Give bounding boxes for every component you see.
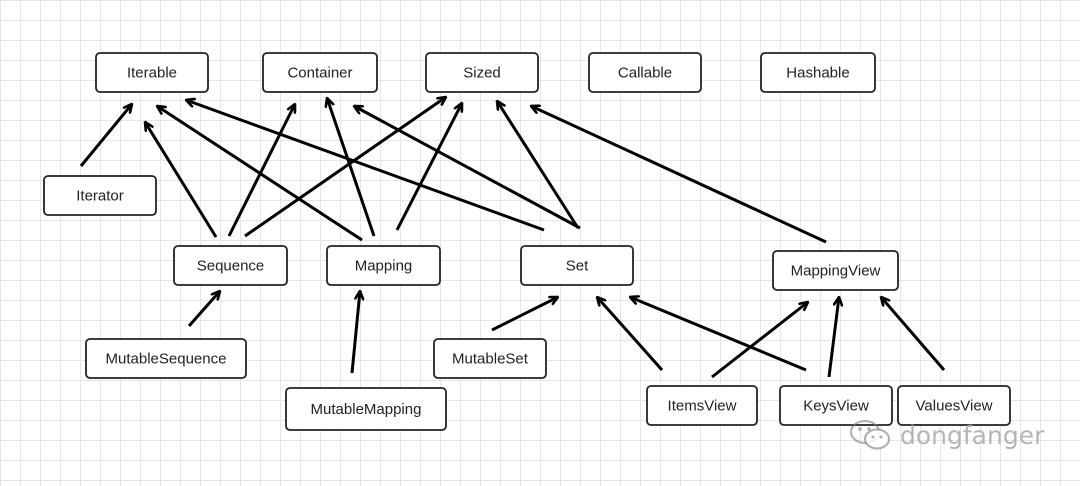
arrow-mutablemapping-to-mapping [350, 291, 360, 374]
node-box [520, 245, 634, 286]
node-label: Container [287, 64, 352, 81]
arrow-keysview-to-set [630, 297, 807, 372]
node-box [425, 52, 539, 93]
arrow-sequence-to-iterable [145, 122, 218, 238]
node-callable: Callable [588, 52, 702, 93]
node-container: Container [262, 52, 378, 93]
node-box [588, 52, 702, 93]
watermark: dongfanger [848, 418, 1044, 452]
node-box [433, 338, 547, 379]
node-box [646, 385, 758, 426]
node-box [779, 385, 893, 426]
arrow-mutableset-to-set [491, 295, 558, 332]
arrow-sequence-to-container [227, 104, 297, 237]
node-label: Sequence [197, 257, 265, 274]
node-set: Set [520, 245, 634, 286]
node-label: Mapping [355, 257, 413, 274]
arrow-itemsview-to-set [597, 297, 664, 371]
node-mapping: Mapping [326, 245, 441, 286]
node-mutablemapping: MutableMapping [285, 387, 447, 431]
edges [79, 97, 946, 379]
arrow-sequence-to-sized [244, 97, 446, 238]
arrow-keysview-to-mappingview [827, 297, 839, 378]
node-label: Set [566, 257, 589, 274]
node-sized: Sized [425, 52, 539, 93]
node-box [285, 387, 447, 431]
nodes: Iterable Container Sized Callable HashableIt… [43, 52, 1011, 431]
arrow-iterator-to-iterable [79, 104, 132, 167]
node-label: Iterable [127, 64, 177, 81]
node-box [760, 52, 876, 93]
arrow-itemsview-to-mappingview [711, 302, 808, 379]
node-keysview: KeysView [779, 385, 893, 426]
node-label: ValuesView [916, 397, 993, 414]
node-label: MutableSequence [106, 350, 227, 367]
arrow-set-to-container [354, 106, 581, 230]
node-iterator: Iterator [43, 175, 157, 216]
node-iterable: Iterable [95, 52, 209, 93]
node-box [43, 175, 157, 216]
node-box [85, 338, 247, 379]
arrow-mappingview-to-sized [531, 106, 827, 244]
node-valuesview: ValuesView [897, 385, 1011, 426]
node-box [173, 245, 288, 286]
node-label: MappingView [791, 262, 881, 279]
arrow-mapping-to-container [327, 98, 376, 237]
node-mappingview: MappingView [772, 250, 899, 291]
node-label: Sized [463, 64, 501, 81]
node-itemsview: ItemsView [646, 385, 758, 426]
node-label: Hashable [786, 64, 849, 81]
arrow-mutablesequence-to-sequence [187, 291, 220, 327]
node-box [262, 52, 378, 93]
wechat-icon [848, 418, 894, 452]
node-label: Callable [618, 64, 672, 81]
watermark-text: dongfanger [900, 420, 1045, 450]
arrow-set-to-sized [497, 101, 580, 229]
arrow-mapping-to-sized [395, 103, 464, 231]
arrow-valuesview-to-mappingview [881, 297, 946, 371]
node-label: Iterator [76, 187, 124, 204]
node-mutablesequence: MutableSequence [85, 338, 247, 379]
node-label: MutableSet [452, 350, 529, 367]
node-label: MutableMapping [311, 401, 422, 418]
node-label: ItemsView [668, 397, 737, 414]
node-mutableset: MutableSet [433, 338, 547, 379]
arrow-set-to-iterable [186, 100, 545, 232]
node-box [326, 245, 441, 286]
node-sequence: Sequence [173, 245, 288, 286]
node-hashable: Hashable [760, 52, 876, 93]
arrow-mapping-to-iterable [157, 106, 363, 242]
node-box [772, 250, 899, 291]
node-box [897, 385, 1011, 426]
node-box [95, 52, 209, 93]
node-label: KeysView [803, 397, 869, 414]
